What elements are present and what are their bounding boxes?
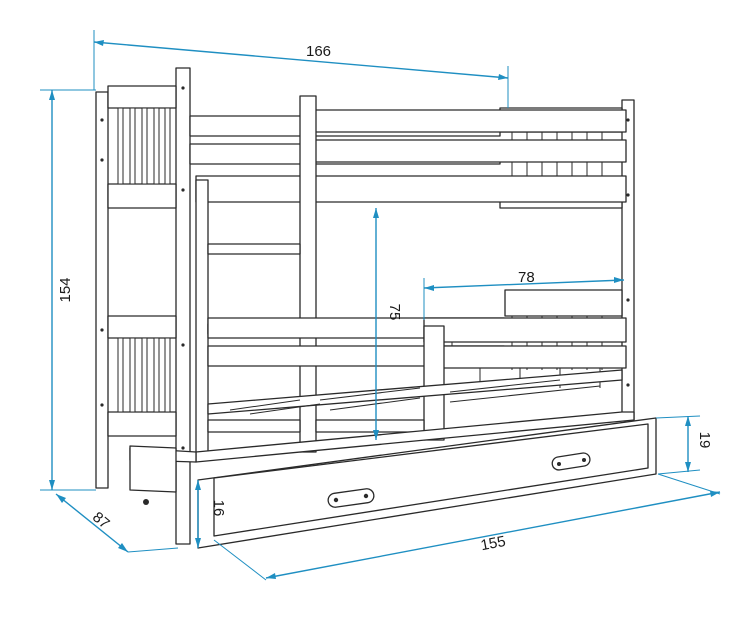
left-bottom-slats [117,337,171,413]
dimension-lines [40,30,721,581]
lower-guard-post [423,325,445,441]
lower-guard-top [423,317,627,343]
ladder-left-post [195,179,209,457]
ext-19-bottom [657,469,701,475]
left-top-header [107,85,177,109]
ext-155-left [213,539,267,581]
drawer-handle-left [327,488,375,508]
dim-line-87 [55,493,129,553]
dim-line-155 [265,491,721,579]
label-155: 155 [479,533,507,554]
label-78: 78 [518,269,535,286]
dimension-labels: 166 154 87 75 78 19 16 155 [57,43,713,554]
dim-line-166 [93,41,509,79]
left-front-post [95,91,109,489]
lower-slatted-base [207,369,623,415]
upper-front-rail [195,175,627,203]
left-top-rail [107,183,177,209]
left-bottom-rail [107,411,177,437]
storage-drawer [129,417,657,549]
ladder-rung-1 [207,243,301,255]
label-87: 87 [89,509,113,533]
lower-bottom-rail-left [207,419,301,433]
label-154: 154 [57,277,74,302]
label-75: 75 [386,304,403,321]
lower-bottom-rail-mid [315,419,425,433]
drawer-handle-right [551,452,591,471]
ext-155-right [657,473,721,495]
drawer-back-side [129,445,177,493]
upper-front-guard-mid [313,139,627,163]
left-mid-header [107,315,177,339]
label-166: 166 [306,43,331,60]
left-top-slats [117,107,171,185]
lower-bed [195,317,635,463]
back-bottom-rail-upper [504,289,623,317]
lower-guard-mid [435,345,627,369]
drawer-front-panel [213,423,649,537]
left-end-frame [95,67,191,545]
ext-19-top [655,415,701,419]
dim-line-78 [423,279,625,289]
label-16: 16 [210,500,227,517]
ext-87 [127,547,179,553]
label-19: 19 [696,432,713,449]
upper-front-guard-top [313,109,627,133]
left-back-post [175,67,191,545]
upper-bed [189,95,627,453]
